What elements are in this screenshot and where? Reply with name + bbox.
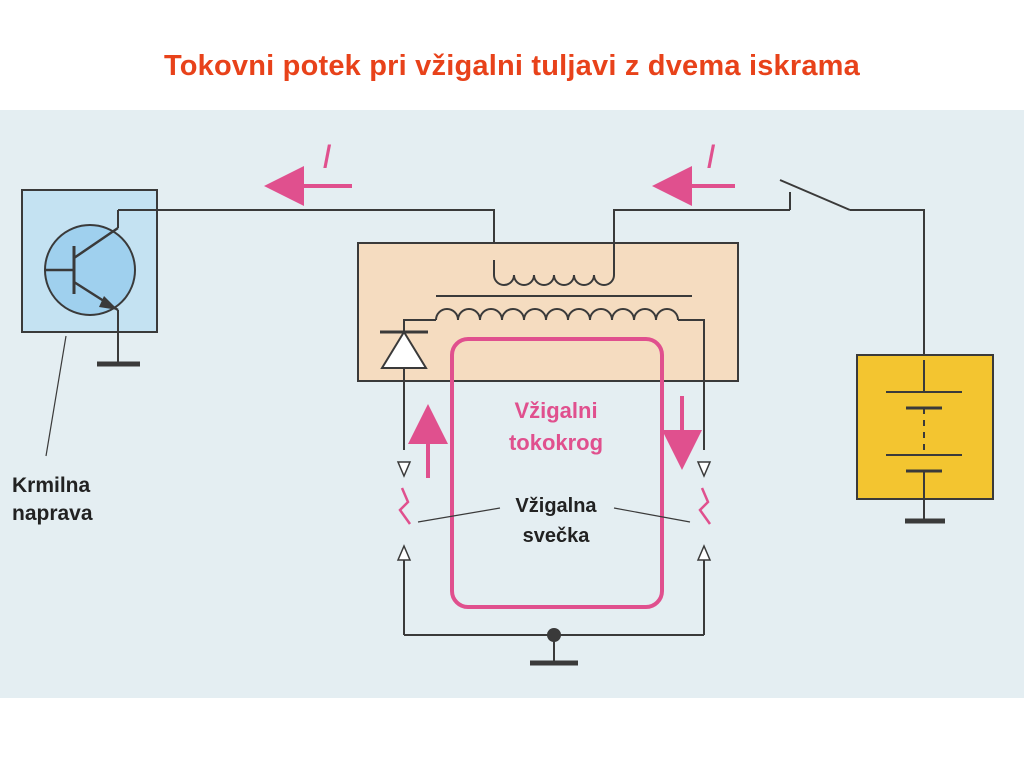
leader-line-left xyxy=(417,507,501,523)
switch-icon xyxy=(779,179,851,211)
ignition-coil-diagram: I I xyxy=(0,110,1024,698)
diagram-canvas: I I xyxy=(0,110,1024,698)
leader-line-right xyxy=(613,507,691,523)
control-unit-label-line2: naprava xyxy=(12,502,93,525)
ignition-circuit-label-line1: Vžigalni xyxy=(514,398,597,423)
control-unit-label-line1: Krmilna xyxy=(12,474,91,497)
spark-plug-icon xyxy=(396,461,412,635)
spark-plug-label-line2: svečka xyxy=(523,525,591,547)
diagram-background xyxy=(0,110,1024,698)
battery-wire xyxy=(850,209,925,360)
spark-plug-label-line1: Vžigalna xyxy=(515,495,597,517)
ignition-circuit-loop xyxy=(450,337,664,609)
primary-winding xyxy=(493,260,615,286)
battery-icon xyxy=(886,360,962,520)
ground-icon xyxy=(530,628,578,666)
transistor-icon xyxy=(44,209,155,362)
leader-line-control-unit xyxy=(45,335,67,457)
ignition-circuit-label-line2: tokokrog xyxy=(509,430,603,455)
current-label-left: I xyxy=(322,138,332,176)
diode-icon xyxy=(380,330,428,450)
spark-plug-icon xyxy=(696,461,712,635)
current-label-right: I xyxy=(706,138,716,176)
secondary-winding xyxy=(403,308,705,450)
primary-wire-right xyxy=(613,209,790,260)
page-title: Tokovni potek pri vžigalni tuljavi z dve… xyxy=(163,50,860,82)
